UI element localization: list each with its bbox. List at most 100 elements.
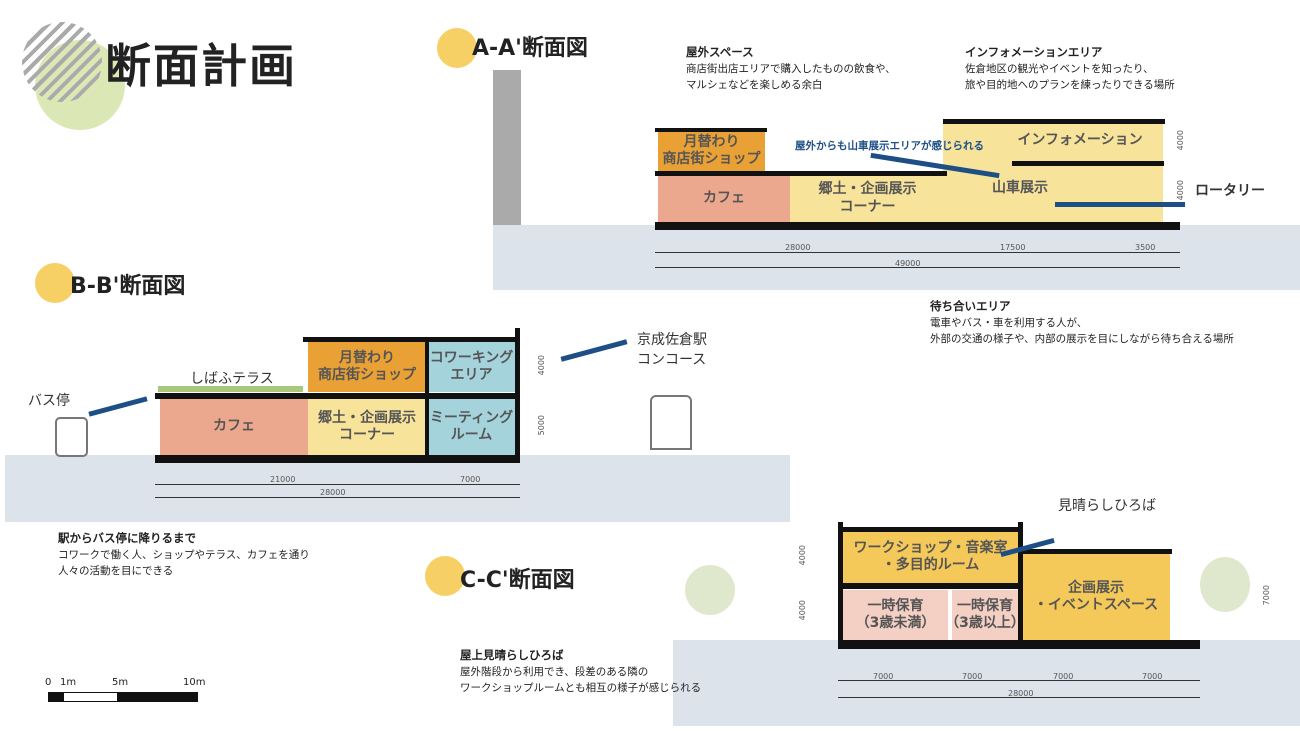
note-line: ワークショップルームとも相互の様子が感じられる	[460, 682, 702, 694]
height-label: 4000	[1176, 130, 1185, 151]
dim-label: 28000	[785, 243, 811, 252]
slab	[655, 128, 767, 132]
note-title: インフォメーションエリア	[965, 45, 1103, 59]
scale-label: 5m	[112, 677, 129, 688]
height-label: 7000	[1262, 585, 1271, 606]
dim-line	[655, 252, 1180, 253]
section-heading-bb: B-B'断面図	[70, 274, 186, 299]
room-shop: 月替わり 商店街ショップ	[308, 342, 426, 392]
height-label: 5000	[537, 415, 546, 436]
dim-line	[155, 484, 520, 485]
room-info: インフォメーション	[1017, 132, 1143, 149]
note-line: 旅や目的地へのプランを練ったりできる場所	[965, 79, 1175, 91]
slab	[838, 527, 1023, 532]
label-rotary: ロータリー	[1195, 183, 1265, 199]
station-building	[493, 70, 521, 225]
dim-line	[838, 680, 1200, 681]
label-station: 京成佐倉駅 コンコース	[637, 332, 707, 368]
grass-terrace	[158, 386, 303, 392]
note-outdoor: 屋外スペース商店街出店エリアで購入したものの飲食や、マルシェなどを楽しめる余白	[686, 44, 896, 93]
arrow-to-bus	[88, 396, 148, 417]
arrow-from-station	[560, 339, 628, 362]
arrow-text-aa: 屋外からも山車展示エリアが感じられる	[795, 140, 984, 152]
note-title: 駅からバス停に降りるまで	[58, 531, 196, 545]
train-icon	[650, 395, 692, 450]
room-event-space: 企画展示 ・イベントスペース	[1022, 554, 1170, 640]
slab	[1020, 549, 1172, 554]
dim-total: 28000	[1008, 689, 1034, 698]
dim-label: 7000	[873, 672, 894, 681]
heading-dot	[437, 28, 477, 68]
dim-label: 7000	[962, 672, 983, 681]
room-cafe: カフェ	[658, 175, 790, 222]
slab	[655, 171, 947, 176]
ground-aa	[493, 225, 1300, 290]
height-label: 4000	[1176, 180, 1185, 201]
page-title: 断面計画	[105, 39, 297, 93]
height-label: 4000	[537, 355, 546, 376]
wall	[425, 340, 429, 458]
dim-label: 7000	[460, 475, 481, 484]
room-float-exhibit: 山車展示	[992, 180, 1048, 197]
height-label: 4000	[798, 545, 807, 566]
tree-icon	[685, 565, 735, 615]
dim-total: 28000	[320, 488, 346, 497]
section-heading-cc: C-C'断面図	[460, 568, 575, 593]
scale-label: 10m	[183, 677, 206, 688]
room-local-exhibit: 郷土・企画展示 コーナー	[790, 175, 945, 222]
dim-line	[655, 267, 1180, 268]
dim-label: 3500	[1135, 243, 1156, 252]
dim-total: 49000	[895, 259, 921, 268]
note-title: 待ち合いエリア	[930, 299, 1011, 313]
room-cowork: コワーキング エリア	[428, 342, 515, 392]
scale-label: 1m	[60, 677, 77, 688]
dim-label: 7000	[1053, 672, 1074, 681]
note-info: インフォメーションエリア佐倉地区の観光やイベントを知ったり、旅や目的地へのプラン…	[965, 44, 1175, 93]
slab	[155, 393, 520, 399]
double-arrow	[1055, 202, 1185, 207]
section-heading-aa: A-A'断面図	[472, 36, 588, 61]
slab	[303, 337, 520, 342]
wall	[1018, 522, 1023, 647]
note-route: 駅からバス停に降りるまでコワークで働く人、ショップやテラス、カフェを通り人々の活…	[58, 530, 310, 579]
room-shop: 月替わり 商店街ショップ	[658, 130, 765, 172]
note-waiting: 待ち合いエリア電車やバス・車を利用する人が、外部の交通の様子や、内部の展示を目に…	[930, 298, 1234, 347]
note-line: 屋外階段から利用でき、段差のある隣の	[460, 666, 649, 678]
note-title: 屋上見晴らしひろば	[460, 648, 564, 662]
note-line: 佐倉地区の観光やイベントを知ったり、	[965, 63, 1154, 75]
foundation-slab	[655, 222, 1180, 230]
note-line: 外部の交通の様子や、内部の展示を目にしながら待ち合える場所	[930, 333, 1234, 345]
note-roof: 屋上見晴らしひろば屋外階段から利用でき、段差のある隣のワークショップルームとも相…	[460, 647, 701, 696]
room-childcare-over3: 一時保育 （3歳以上）	[945, 590, 1025, 640]
dim-line	[838, 697, 1200, 698]
title-deco-stripes	[22, 22, 102, 102]
note-line: 人々の活動を目にできる	[58, 565, 174, 577]
dim-line	[155, 497, 520, 498]
label-terrace: しばふテラス	[190, 371, 274, 387]
note-line: コワークで働く人、ショップやテラス、カフェを通り	[58, 549, 310, 561]
room-childcare-under3: 一時保育 （3歳未満）	[843, 590, 948, 640]
scale-label: 0	[45, 677, 52, 688]
room-meeting: ミーティング ルーム	[428, 399, 515, 455]
scale-bar	[48, 692, 198, 702]
ground-bb	[5, 455, 790, 522]
room-local-exhibit: 郷土・企画展示 コーナー	[308, 399, 426, 455]
dim-label: 17500	[1000, 243, 1026, 252]
heading-dot	[35, 263, 75, 303]
room-workshop: ワークショップ・音楽室 ・多目的ルーム	[843, 531, 1018, 583]
slab	[943, 119, 1165, 124]
room-cafe: カフェ	[160, 399, 308, 455]
wall	[515, 328, 520, 463]
bus-icon	[55, 417, 88, 457]
dim-label: 21000	[270, 475, 296, 484]
tree-icon	[1200, 557, 1250, 612]
label-plaza: 見晴らしひろば	[1058, 498, 1156, 514]
note-line: 電車やバス・車を利用する人が、	[930, 317, 1088, 329]
heading-dot	[425, 556, 465, 596]
note-title: 屋外スペース	[686, 45, 754, 59]
height-label: 4000	[798, 600, 807, 621]
ground-cc	[673, 640, 1300, 726]
slab	[1012, 161, 1164, 166]
note-line: マルシェなどを楽しめる余白	[686, 79, 823, 91]
label-bus-stop: バス停	[28, 393, 70, 409]
